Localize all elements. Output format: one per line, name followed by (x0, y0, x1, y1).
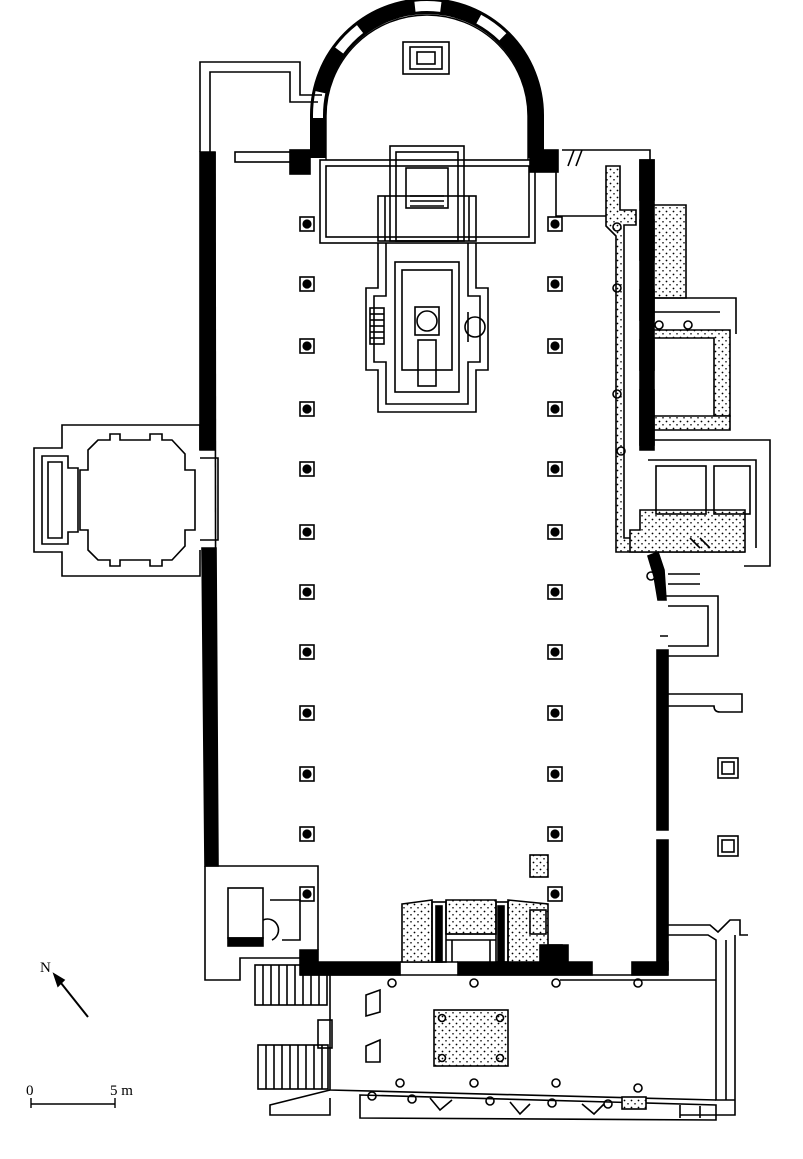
scale-end-label: 5 m (110, 1083, 133, 1099)
column-pier (547, 584, 563, 600)
column-pier (299, 461, 315, 477)
south-entrance (401, 854, 563, 963)
column-pier (547, 524, 563, 540)
column-pier (299, 826, 315, 842)
colonnade-south (547, 216, 563, 902)
column-pier (547, 886, 563, 902)
column-pier (547, 401, 563, 417)
east-annex-stippled (555, 149, 771, 601)
nw-annex (199, 61, 322, 152)
scale-bar (30, 1098, 116, 1108)
column-pier (547, 826, 563, 842)
scale-zero-label: 0 (26, 1083, 34, 1099)
west-chapel (33, 424, 219, 577)
column-pier (547, 644, 563, 660)
column-pier (299, 705, 315, 721)
column-pier (547, 461, 563, 477)
column-pier (299, 584, 315, 600)
north-label: N (40, 960, 51, 976)
stairs-upper (262, 965, 320, 1005)
east-lower-buildings (560, 573, 748, 1116)
column-pier (299, 401, 315, 417)
column-pier (547, 705, 563, 721)
north-arrow (52, 972, 89, 1018)
column-pier (547, 338, 563, 354)
column-pier (299, 276, 315, 292)
stairs-lower (265, 1045, 323, 1089)
colonnade-north (299, 216, 315, 902)
column-pier (299, 524, 315, 540)
apse (310, 0, 544, 160)
column-pier (299, 216, 315, 232)
column-pier (547, 216, 563, 232)
column-pier (547, 276, 563, 292)
column-pier (299, 766, 315, 782)
nave-walls (199, 149, 669, 976)
column-pier (299, 644, 315, 660)
column-pier (547, 766, 563, 782)
narthex (204, 865, 717, 1121)
chancel (319, 145, 536, 244)
altar-icon (416, 310, 438, 332)
column-pier (299, 886, 315, 902)
altar-enclosure (365, 243, 489, 413)
column-pier (299, 338, 315, 354)
